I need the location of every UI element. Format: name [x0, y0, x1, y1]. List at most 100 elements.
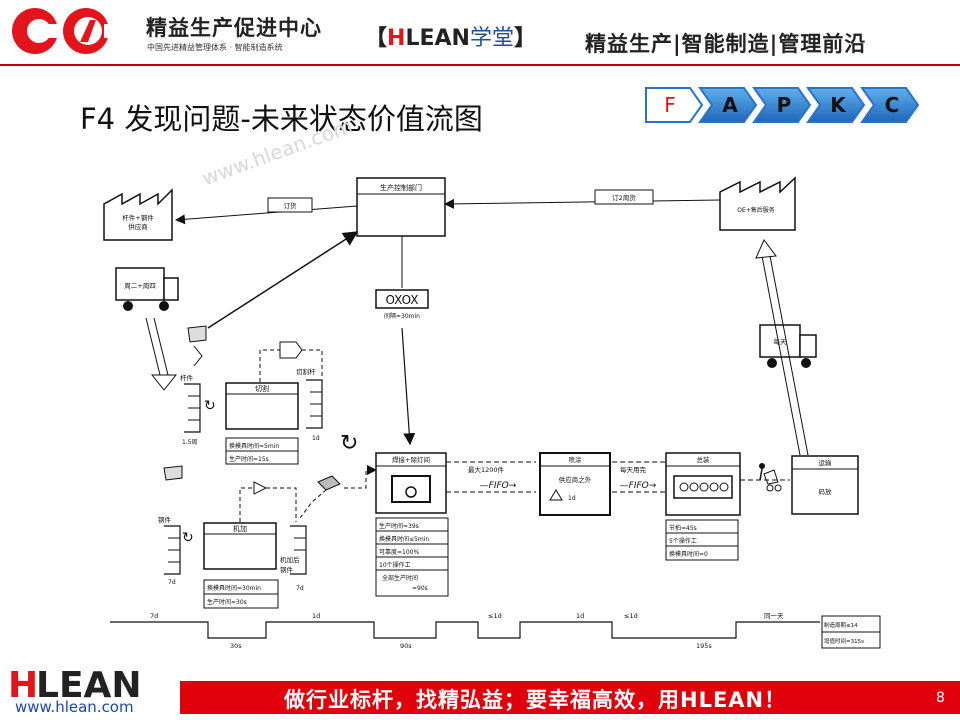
- bar-supermarket-icon: [184, 383, 201, 433]
- header-slogan: 精益生产|智能制造|管理前沿: [585, 32, 867, 56]
- order-left-label: 订货: [284, 201, 298, 210]
- truck-right-label: 每天: [774, 337, 788, 346]
- fapkc-step-p-label: P: [777, 93, 792, 117]
- production-control-box: 生产控制部门: [356, 177, 446, 237]
- fapkc-step-c-chevron: [860, 87, 920, 123]
- fapkc-step-f-chevron: [645, 87, 704, 123]
- weld-data-box: 生产时间=39s 换模具时间≤5min 可靠度=100% 10个操作工 全部生产…: [375, 517, 449, 597]
- future-state-vsm: 生产控制部门 OE+售后服务 杆件+钢件 供应商 订2周货 订货 周二+周四 每…: [103, 176, 881, 650]
- timeline-top-3: ≤1d: [488, 612, 502, 620]
- timeline-top-6: 同一天: [764, 612, 784, 620]
- shipping-process-label: 运输: [819, 458, 833, 467]
- fapkc-step-a-label: A: [722, 93, 738, 117]
- customer-truck-icon: 每天: [759, 324, 817, 368]
- bracket-open: 【: [365, 26, 388, 51]
- machining-cycle-time: 生产时间=30s: [207, 598, 247, 606]
- supplier-truck-icon: 周二+周四: [115, 267, 179, 311]
- steel-days-label: 7d: [168, 579, 176, 586]
- assembly-data-box: 节拍=45s 5个操作工 换模具时间=0: [665, 519, 739, 561]
- hlean-logo-icon: H LEAN: [8, 665, 142, 704]
- fifo1-max: 最大1200件: [468, 465, 505, 474]
- customer-label: OE+售后服务: [737, 206, 775, 214]
- cut-bar-days: 1d: [312, 435, 320, 442]
- cut-bar-supermarket-icon: [306, 379, 323, 429]
- assembly-process-label: 总装: [697, 455, 711, 464]
- cut-data-box: 换模具时间=5min 生产时间=15s: [225, 437, 299, 465]
- weld-kaizen-icon: ↻: [340, 431, 358, 456]
- machined-steel-label-2: 钢件: [280, 565, 294, 574]
- oxox-box: OXOX: [385, 293, 418, 307]
- production-control-label: 生产控制部门: [380, 183, 422, 192]
- weld-cycle-time: 生产时间=39s: [379, 522, 419, 530]
- assembly-operators: 5个操作工: [669, 537, 697, 545]
- truck-left-label: 周二+周四: [124, 282, 155, 290]
- steel-supermarket-icon: [164, 525, 181, 575]
- fapkc-step-c-label: C: [885, 93, 900, 117]
- cut-process-box: 切割: [225, 382, 299, 430]
- supplier-factory-icon: 杆件+钢件 供应商: [103, 188, 173, 241]
- paint-process-box: 喷涂 供应商之外 1d: [539, 452, 611, 516]
- assembly-takt: 节拍=45s: [669, 524, 697, 532]
- cut-bar-label: 切割杆: [296, 367, 316, 376]
- bar-kanban-post-icon: [187, 325, 207, 367]
- paint-process-label: 喷涂: [569, 455, 583, 464]
- weld-process-label: 焊接+除灯间: [392, 455, 430, 464]
- brand-h: H: [387, 26, 406, 51]
- fapkc-step-a-chevron: [698, 87, 758, 123]
- footer-slogan: 做行业标杆，找精弘益；要幸福高效，用HLEAN！: [284, 688, 787, 712]
- supplier-label-line2: 供应商: [128, 222, 148, 231]
- fapkc-step-f-label: F: [664, 93, 676, 117]
- oxox-note: 间隔=30min: [384, 312, 420, 320]
- fapkc-step-k-label: K: [830, 93, 847, 117]
- machined-days: 7d: [296, 585, 304, 592]
- bar-stock-label: 杆件: [180, 373, 194, 382]
- page-number: 8: [936, 690, 945, 706]
- header-divider: [0, 64, 960, 66]
- weld-changeover: 换模具时间≤5min: [379, 535, 429, 543]
- fifo2-daily: 每天用完: [620, 465, 647, 474]
- shipping-inner-label: 码放: [819, 487, 833, 496]
- weld-process-box: 焊接+除灯间: [375, 452, 447, 514]
- footer-bar: [180, 681, 960, 714]
- brand-xuetang: 学堂: [469, 26, 514, 51]
- value-time-label: 增值时间=315s: [824, 637, 864, 645]
- paint-inner-label: 供应商之外: [559, 475, 592, 484]
- cut-kaizen-icon: ↻: [204, 398, 216, 414]
- center-subtitle: 中国先进精益管理体系 · 智能制造系统: [147, 43, 283, 52]
- brand-lean: LEAN: [405, 26, 470, 51]
- machining-process-box: 机加: [203, 522, 277, 570]
- order-right-label: 订2周货: [612, 193, 636, 202]
- customer-factory-icon: OE+售后服务: [719, 176, 796, 231]
- machining-data-box: 换模具时间=30min 生产时间=30s: [203, 579, 279, 609]
- hlean-xuetang-brand: 【HLEAN学堂】: [365, 20, 536, 52]
- lead-time-summary: 制造周期≤14 增值时间=315s: [821, 615, 881, 649]
- machining-changeover: 换模具时间=30min: [207, 584, 261, 592]
- material-handler-icon: [759, 463, 782, 492]
- fifo1-label: —FIFO→: [480, 481, 517, 491]
- lead-time-label: 制造周期≤14: [824, 621, 858, 629]
- weld-total-time-2: =90s: [412, 585, 428, 592]
- paint-days: 1d: [568, 495, 576, 502]
- weld-operators: 10个操作工: [379, 561, 411, 569]
- fapkc-step-k-chevron: [806, 87, 866, 123]
- center-name: 精益生产促进中心: [146, 16, 322, 40]
- slide-title: F4 发现问题-未来状态价值流图: [80, 102, 483, 136]
- assembly-process-box: 总装: [665, 452, 741, 516]
- timeline-top-4: 1d: [576, 612, 584, 620]
- timeline-top-2: 1d: [312, 612, 320, 620]
- footer-logo-h: H: [8, 665, 38, 704]
- footer-url[interactable]: www.hlean.com: [15, 698, 134, 716]
- timeline-bottom-2: 90s: [400, 642, 412, 650]
- fapkc-step-p-chevron: [752, 87, 812, 123]
- fifo2-label: —FIFO→: [620, 481, 657, 491]
- supplier-label-line1: 杆件+钢件: [122, 213, 154, 222]
- company-logo-icon: [12, 8, 132, 54]
- timeline-bottom-1: 30s: [230, 642, 242, 650]
- weld-total-time-1: 全部生产时间: [382, 574, 418, 582]
- machining-kaizen-icon: ↻: [182, 530, 194, 546]
- footer-logo-lean: LEAN: [36, 665, 142, 704]
- assembly-changeover: 换模具时间=0: [669, 550, 708, 558]
- shipping-process-box: 运输 码放: [791, 455, 859, 515]
- timeline-top-1: 7d: [150, 612, 158, 620]
